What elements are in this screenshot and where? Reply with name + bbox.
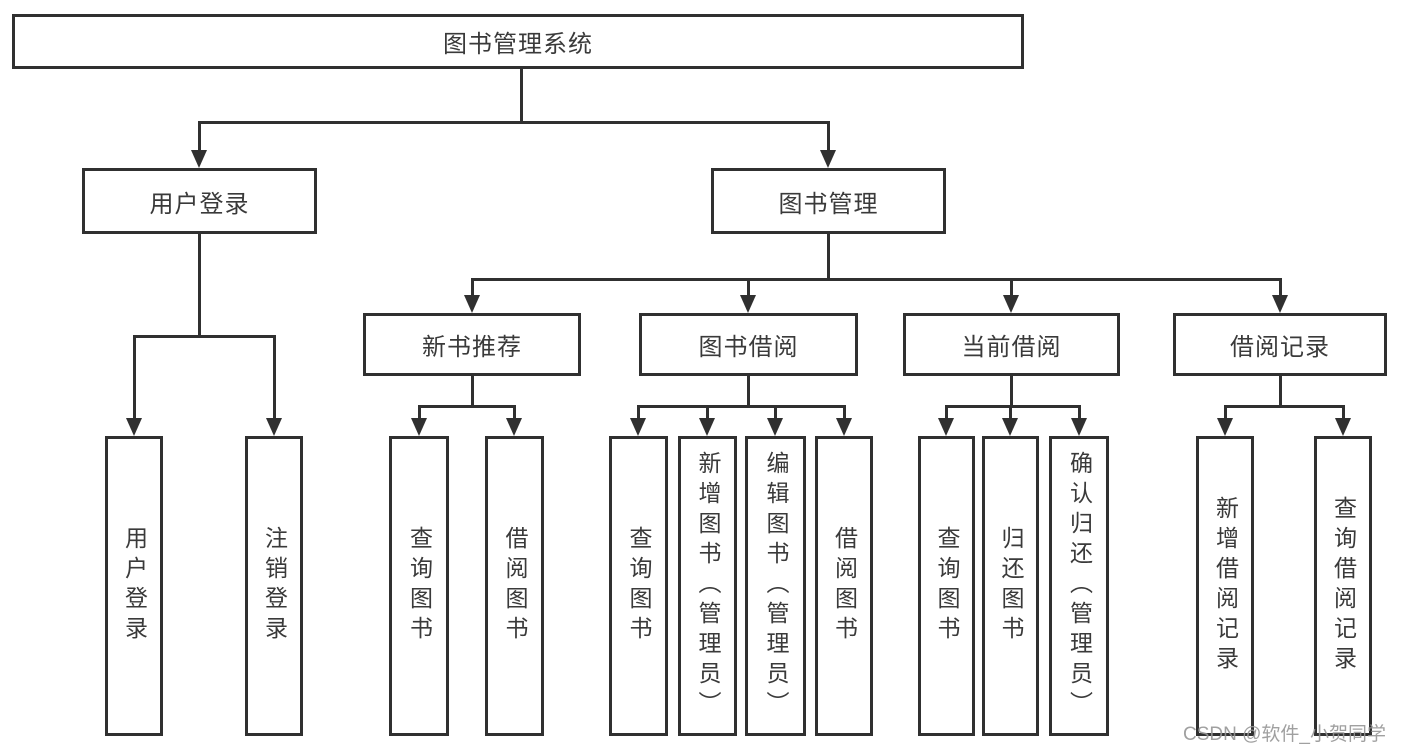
node-borrowing-records: 借阅记录 (1173, 313, 1387, 376)
connector-line (843, 405, 846, 418)
connector-line (1224, 405, 1343, 408)
leaf-user-login: 用户登录 (105, 436, 163, 736)
node-user-login: 用户登录 (82, 168, 317, 234)
connector-line (774, 405, 777, 418)
connector-line (418, 405, 421, 418)
leaf-logout-label: 注销登录 (261, 526, 288, 646)
connector-line (747, 278, 750, 295)
leaf-current-query-books-label: 查询图书 (934, 526, 960, 646)
arrow-down-icon (767, 418, 783, 436)
leaf-borrow-add-books-admin-label: 新增图书（管理员） (695, 451, 721, 721)
arrow-down-icon (411, 418, 427, 436)
arrow-down-icon (464, 295, 480, 313)
node-book-management: 图书管理 (711, 168, 946, 234)
arrow-down-icon (126, 418, 142, 436)
leaf-borrow-edit-books-admin-label: 编辑图书（管理员） (763, 451, 789, 721)
connector-line (747, 376, 750, 405)
leaf-borrow-edit-books-admin: 编辑图书（管理员） (745, 436, 806, 736)
node-book-borrowing-label: 图书借阅 (698, 334, 799, 361)
connector-line (945, 405, 1079, 408)
connector-line (1009, 405, 1012, 418)
arrow-down-icon (740, 295, 756, 313)
connector-line (520, 69, 523, 121)
connector-line (1010, 278, 1013, 295)
leaf-records-add-record: 新增借阅记录 (1196, 436, 1254, 736)
connector-line (471, 278, 474, 295)
arrow-down-icon (836, 418, 852, 436)
arrow-down-icon (820, 150, 836, 168)
leaf-borrow-query-books-label: 查询图书 (626, 526, 652, 646)
connector-line (1279, 376, 1282, 405)
arrow-down-icon (1217, 418, 1233, 436)
connector-line (945, 405, 948, 418)
arrow-down-icon (1272, 295, 1288, 313)
arrow-down-icon (1002, 418, 1018, 436)
node-user-login-label: 用户登录 (149, 190, 250, 218)
connector-line (1279, 278, 1282, 295)
connector-line (827, 234, 830, 278)
connector-line (1342, 405, 1345, 418)
node-current-borrowing: 当前借阅 (903, 313, 1120, 376)
connector-line (513, 405, 516, 418)
connector-line (637, 405, 640, 418)
connector-line (471, 376, 474, 405)
leaf-current-return-books: 归还图书 (982, 436, 1039, 736)
arrow-down-icon (191, 150, 207, 168)
leaf-current-query-books: 查询图书 (918, 436, 975, 736)
connector-line (418, 405, 515, 408)
connector-line (198, 121, 830, 124)
arrow-down-icon (266, 418, 282, 436)
connector-line (706, 405, 709, 418)
leaf-records-query-record-label: 查询借阅记录 (1330, 496, 1357, 676)
leaf-current-confirm-return-admin-label: 确认归还（管理员） (1066, 451, 1093, 721)
arrow-down-icon (506, 418, 522, 436)
csdn-watermark: CSDN @软件_小贺同学 (1183, 724, 1386, 745)
node-root-library-system: 图书管理系统 (12, 14, 1024, 69)
node-book-management-label: 图书管理 (778, 190, 879, 218)
leaf-records-add-record-label: 新增借阅记录 (1212, 496, 1239, 676)
leaf-current-confirm-return-admin: 确认归还（管理员） (1049, 436, 1109, 736)
arrow-down-icon (1071, 418, 1087, 436)
arrow-down-icon (1003, 295, 1019, 313)
arrow-down-icon (938, 418, 954, 436)
connector-line (133, 335, 276, 338)
node-book-borrowing: 图书借阅 (639, 313, 858, 376)
connector-line (198, 234, 201, 338)
connector-line (1224, 405, 1227, 418)
connector-line (273, 335, 276, 418)
connector-line (1078, 405, 1081, 418)
connector-line (198, 121, 201, 150)
leaf-borrow-borrow-books: 借阅图书 (815, 436, 873, 736)
connector-line (471, 278, 1281, 281)
node-new-book-recommend-label: 新书推荐 (422, 334, 522, 361)
leaf-recommend-query-books: 查询图书 (389, 436, 449, 736)
arrow-down-icon (1335, 418, 1351, 436)
leaf-records-query-record: 查询借阅记录 (1314, 436, 1372, 736)
node-new-book-recommend: 新书推荐 (363, 313, 581, 376)
node-current-borrowing-label: 当前借阅 (961, 334, 1062, 361)
connector-line (133, 335, 136, 418)
connector-line (1010, 376, 1013, 405)
leaf-recommend-borrow-books-label: 借阅图书 (502, 526, 528, 646)
connector-line (637, 405, 844, 408)
node-root-label: 图书管理系统 (443, 31, 593, 58)
leaf-logout: 注销登录 (245, 436, 303, 736)
leaf-user-login-label: 用户登录 (121, 526, 148, 646)
leaf-borrow-borrow-books-label: 借阅图书 (831, 526, 858, 646)
leaf-recommend-query-books-label: 查询图书 (406, 526, 433, 646)
node-borrowing-records-label: 借阅记录 (1230, 334, 1330, 361)
leaf-borrow-add-books-admin: 新增图书（管理员） (678, 436, 737, 736)
connector-line (827, 121, 830, 150)
arrow-down-icon (630, 418, 646, 436)
leaf-current-return-books-label: 归还图书 (998, 526, 1024, 646)
leaf-borrow-query-books: 查询图书 (609, 436, 668, 736)
arrow-down-icon (699, 418, 715, 436)
leaf-recommend-borrow-books: 借阅图书 (485, 436, 544, 736)
